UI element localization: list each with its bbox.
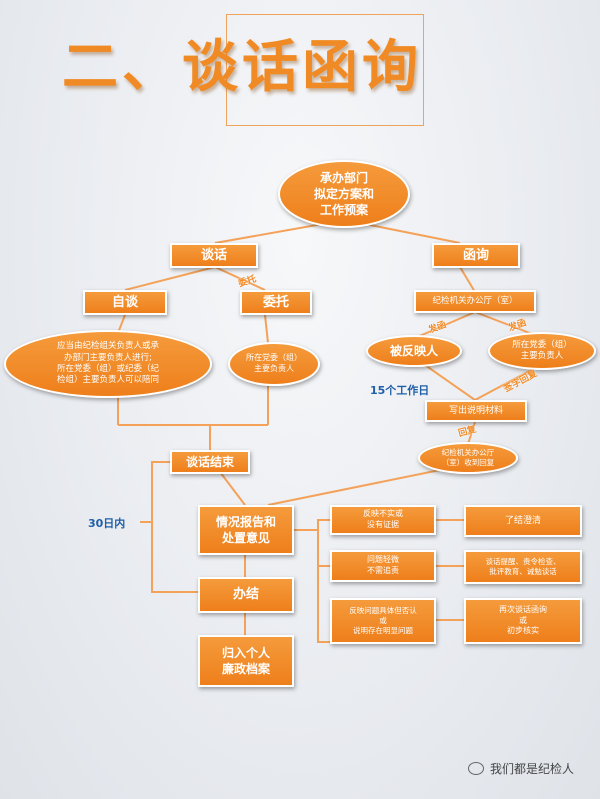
condition-not-true: 反映不实或 没有证据 [330, 505, 436, 535]
node-weituo-detail: 所在党委（组） 主要负责人 [228, 342, 320, 386]
watermark-text: 我们都是纪检人 [489, 762, 574, 776]
watermark: 我们都是纪检人 [467, 760, 574, 777]
title-frame [226, 14, 424, 126]
node-archive: 归入个人 廉政档案 [198, 635, 294, 687]
condition-minor: 问题轻微 不需追责 [330, 550, 436, 582]
node-written: 写出说明材料 [425, 400, 527, 422]
result-reinquiry: 再次谈话函询 或 初步核实 [464, 598, 582, 644]
node-fanying: 被反映人 [366, 335, 462, 367]
annotation-15-days: 15个工作日 [370, 384, 430, 397]
result-education: 谈话提醒、责令检查、 批评教育、诫勉谈话 [464, 550, 582, 584]
wechat-icon [467, 762, 484, 775]
annotation-30-days: 30日内 [88, 517, 126, 530]
node-report: 情况报告和 处置意见 [198, 505, 294, 555]
node-weituo: 委托 [240, 290, 312, 315]
node-zitan: 自谈 [83, 290, 167, 315]
node-talk-end: 谈话结束 [170, 450, 250, 474]
node-party-head: 所在党委（组） 主要负责人 [488, 332, 596, 370]
condition-specific: 反映问题具体但否认 或 说明存在明显问题 [330, 598, 436, 644]
node-close: 办结 [198, 577, 294, 613]
node-receive: 纪检机关办公厅 （室）收到回复 [418, 442, 518, 474]
node-office: 纪检机关办公厅（室） [414, 290, 536, 313]
node-start: 承办部门 拟定方案和 工作预案 [278, 160, 410, 228]
node-tanhua: 谈话 [170, 243, 258, 268]
node-zitan-detail: 应当由纪检组关负责人或承 办部门主要负责人进行; 所在党委（组）或纪委（纪 检组… [4, 330, 212, 398]
node-hanxun: 函询 [432, 243, 520, 268]
result-clarify: 了结澄清 [464, 505, 582, 537]
page-title: 二、谈话函询 [62, 35, 422, 100]
